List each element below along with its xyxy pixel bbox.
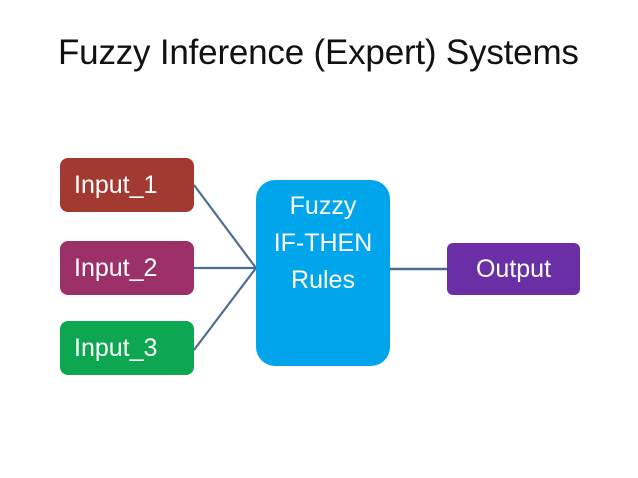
input-node-2-label: Input_2: [74, 254, 158, 282]
output-node-label: Output: [475, 255, 552, 283]
process-node-line-3: Rules: [291, 266, 355, 294]
page-title: Fuzzy Inference (Expert) Systems: [58, 33, 579, 72]
process-node-label-group: Fuzzy IF-THEN Rules: [256, 192, 390, 294]
output-node[interactable]: Output: [447, 243, 580, 295]
input-node-2[interactable]: Input_2: [60, 241, 194, 295]
connector-input-1-to-rules: [193, 184, 257, 269]
process-node-line-1: Fuzzy: [289, 192, 357, 220]
input-node-3-label: Input_3: [74, 334, 158, 362]
input-node-1[interactable]: Input_1: [60, 158, 194, 212]
input-node-1-label: Input_1: [74, 171, 158, 199]
process-node-line-2: IF-THEN: [273, 229, 373, 257]
input-node-3[interactable]: Input_3: [60, 321, 194, 375]
process-node-fuzzy-rules[interactable]: Fuzzy IF-THEN Rules: [256, 180, 390, 366]
connector-input-3-to-rules: [193, 267, 257, 351]
